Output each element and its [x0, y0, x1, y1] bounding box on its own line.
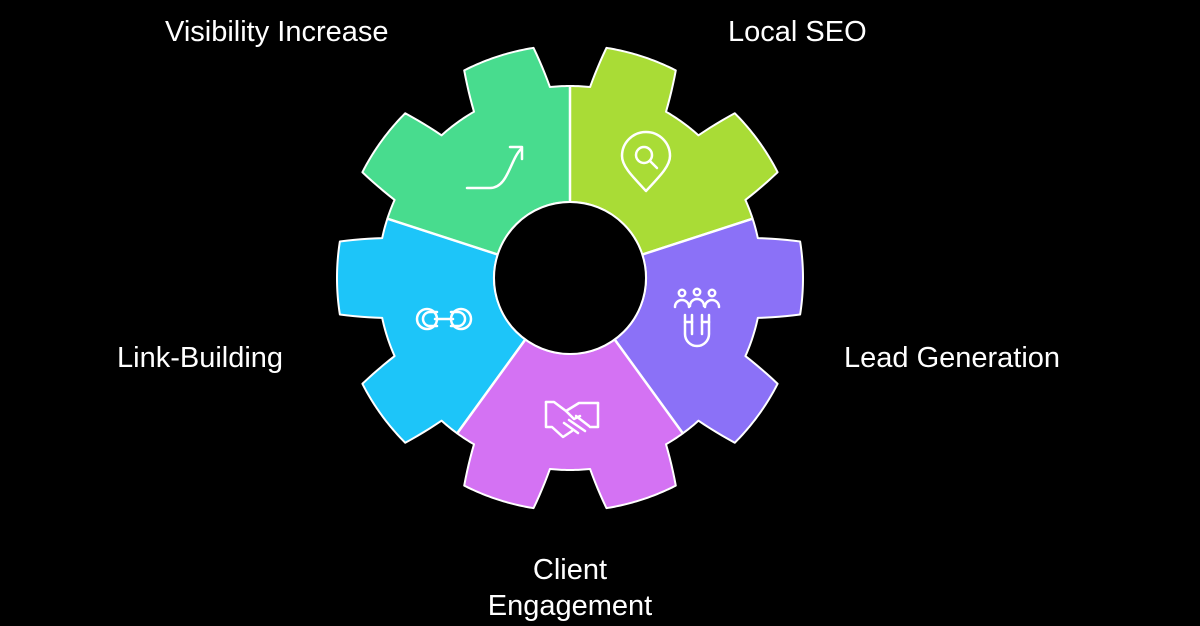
- gear-segments: [336, 46, 804, 510]
- label-link-building: Link-Building: [117, 342, 284, 374]
- trend-up-arrow-icon: [465, 145, 524, 190]
- gear-segment-visibility-increase: [361, 46, 571, 256]
- segment-separator: [456, 338, 527, 435]
- gear-segment-client-engagement: [456, 338, 684, 510]
- gear-segment-local-seo: [569, 46, 779, 256]
- label-visibility-increase: Visibility Increase: [165, 16, 389, 48]
- handshake-icon: [544, 400, 600, 439]
- label-local-seo: Local SEO: [728, 16, 867, 48]
- label-client-line2: Engagement: [487, 590, 653, 622]
- gear-separators: [387, 86, 753, 435]
- segment-separator: [641, 217, 753, 256]
- label-client-line1: Client: [532, 554, 608, 586]
- label-lead-generation: Lead Generation: [844, 342, 1061, 374]
- segment-separator: [387, 217, 499, 256]
- people-magnet-icon: [673, 287, 721, 348]
- segment-separator: [613, 338, 684, 435]
- gear-segment-link-building: [336, 217, 527, 444]
- chain-link-icon: [415, 307, 473, 331]
- map-pin-search-icon: [620, 130, 672, 193]
- gear-hub: [493, 201, 647, 355]
- label-client-engagement: Client Engagement: [470, 552, 670, 624]
